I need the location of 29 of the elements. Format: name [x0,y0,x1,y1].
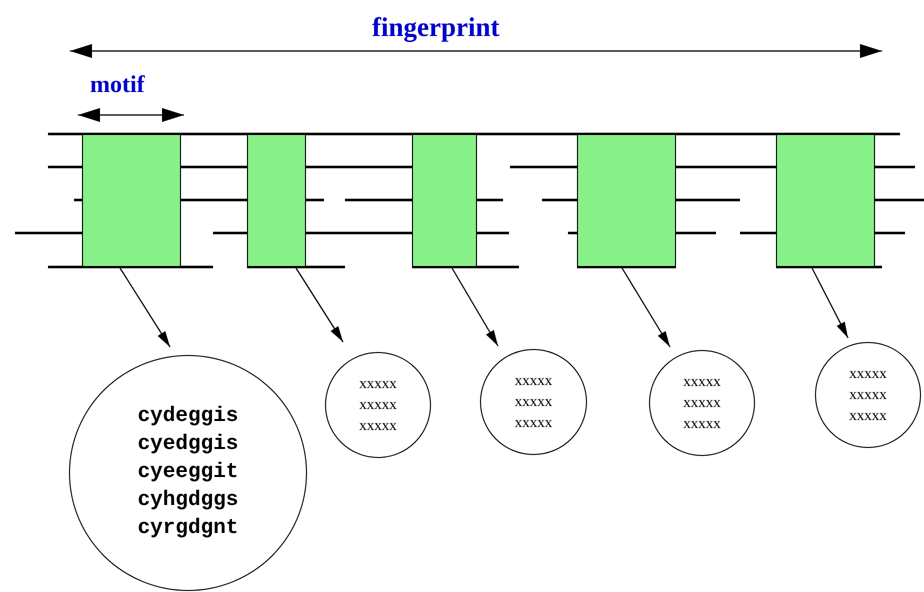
sequence-text: xxxxx [514,372,552,390]
motif-block [577,134,676,267]
sequence-text: xxxxx [359,416,397,436]
sequence-text: cyeeggit [138,460,238,486]
motif-block [412,134,477,267]
sequence-text: cyedggis [138,432,238,458]
sequence-text: xxxxx [683,372,721,392]
motif-block [247,134,306,267]
arrow [811,268,849,338]
motif-block [82,134,181,267]
arrow [451,268,499,346]
sequence-text: xxxxx [514,392,552,412]
motif-block [776,134,875,267]
sequence-text: xxxxx [514,414,552,432]
sequence-text: xxxxx [849,386,887,404]
sequence-text: xxxxx [683,414,721,434]
sequence-text: xxxxx [359,374,397,394]
dimension-label: fingerprint [372,12,500,43]
sequence-text: cydeggis [138,404,238,430]
sequence-text: xxxxx [849,364,887,384]
sequence-text: cyrgdgnt [138,516,238,542]
sequence-text: xxxxx [683,394,721,412]
sequence-text: xxxxx [359,396,397,414]
arrow [120,268,170,348]
arrow [621,268,671,348]
dimension-label: motif [90,72,145,99]
sequence-text: xxxxx [849,406,887,426]
sequence-text: cyhgdggs [138,488,238,514]
arrow [296,268,344,342]
